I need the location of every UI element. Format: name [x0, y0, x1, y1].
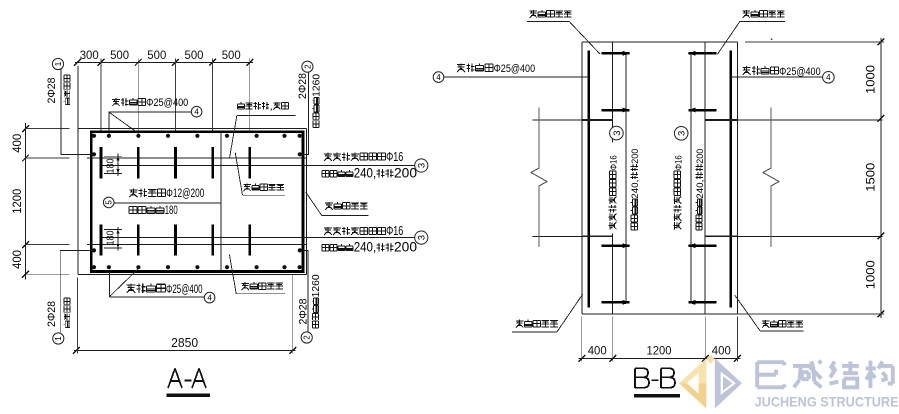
svg-text:1200: 1200 [10, 189, 24, 214]
svg-text:4: 4 [436, 73, 441, 82]
svg-text:240,: 240, [630, 180, 641, 199]
svg-text:1200: 1200 [647, 344, 672, 358]
svg-text:200: 200 [394, 165, 417, 180]
svg-text:Φ25@400: Φ25@400 [166, 284, 203, 296]
svg-text:JUCHENG STRUCTURE: JUCHENG STRUCTURE [755, 394, 899, 410]
svg-text:Φ16: Φ16 [386, 149, 403, 164]
svg-text:400: 400 [10, 133, 24, 152]
svg-text:500: 500 [222, 48, 241, 62]
svg-text:2Φ28: 2Φ28 [297, 73, 309, 99]
svg-text:2850: 2850 [171, 336, 198, 350]
svg-text:,: , [269, 102, 273, 112]
svg-text:Φ16: Φ16 [673, 155, 684, 170]
svg-text:2: 2 [303, 335, 312, 340]
svg-text:240,: 240, [695, 180, 706, 199]
svg-text:1: 1 [54, 61, 63, 66]
svg-text:Φ25@400: Φ25@400 [146, 97, 188, 109]
svg-text:500: 500 [147, 48, 166, 62]
svg-text:Φ12@200: Φ12@200 [166, 188, 204, 200]
svg-text:3: 3 [417, 163, 428, 168]
svg-text:1500: 1500 [864, 162, 878, 191]
svg-text:500: 500 [110, 48, 129, 62]
svg-text:Φ25@400: Φ25@400 [494, 63, 535, 75]
svg-text:3: 3 [677, 131, 688, 136]
svg-text:400: 400 [588, 344, 607, 358]
svg-text:1: 1 [54, 336, 63, 341]
svg-text:240,: 240, [354, 239, 377, 254]
svg-text:2: 2 [303, 64, 312, 69]
svg-text:500: 500 [185, 48, 204, 62]
svg-text:3: 3 [612, 130, 623, 135]
svg-text:4: 4 [194, 108, 199, 117]
svg-text:1000: 1000 [864, 260, 878, 289]
svg-text:4: 4 [826, 73, 831, 82]
svg-text:1260: 1260 [311, 274, 322, 297]
svg-text:5: 5 [105, 200, 114, 205]
svg-text:180: 180 [106, 158, 117, 173]
svg-text:2Φ28: 2Φ28 [298, 299, 310, 325]
svg-text:4: 4 [207, 294, 212, 303]
svg-text:3: 3 [417, 235, 428, 240]
svg-text:200: 200 [695, 149, 706, 164]
svg-text:Φ16: Φ16 [609, 155, 620, 170]
svg-text:1000: 1000 [864, 65, 878, 94]
svg-text:Φ25@400: Φ25@400 [779, 66, 821, 78]
svg-text:300: 300 [80, 48, 99, 62]
svg-text:1260: 1260 [312, 73, 323, 96]
svg-text:180: 180 [106, 230, 117, 245]
svg-text:Φ16: Φ16 [386, 223, 403, 238]
svg-text:400: 400 [10, 250, 24, 269]
svg-text:2Φ28: 2Φ28 [46, 78, 58, 104]
svg-text:200: 200 [394, 239, 417, 254]
svg-text:240,: 240, [354, 165, 377, 180]
svg-text:200: 200 [630, 149, 641, 164]
svg-text:400: 400 [712, 344, 731, 358]
svg-text:2Φ28: 2Φ28 [46, 301, 58, 327]
svg-text:180: 180 [165, 205, 178, 217]
